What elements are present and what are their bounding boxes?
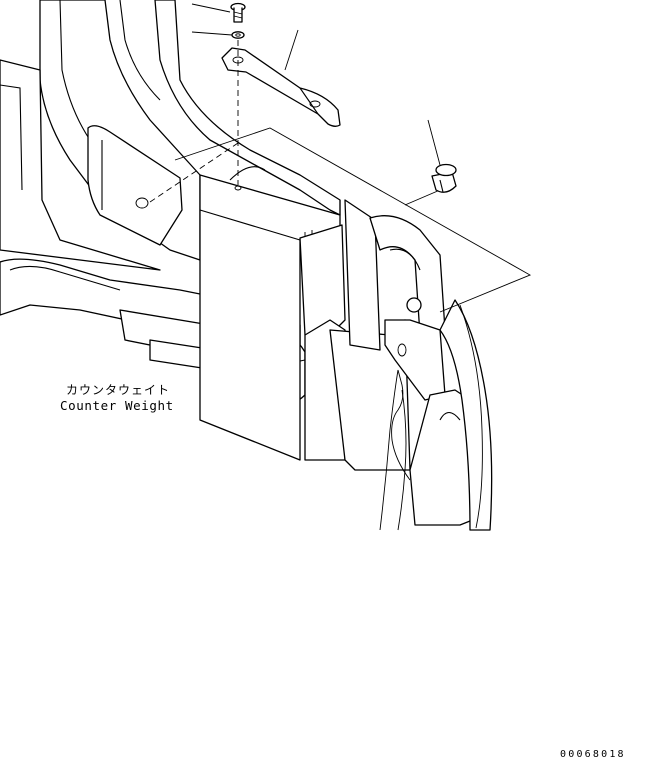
leader-lines bbox=[191, 3, 441, 166]
counterweight-main-body bbox=[199, 166, 486, 526]
clamp-bracket bbox=[221, 47, 341, 127]
bolt bbox=[230, 2, 246, 23]
counterweight-label-jp: カウンタウェイト bbox=[66, 383, 171, 397]
assembly-guides bbox=[149, 40, 242, 203]
counterweight-right-panel bbox=[379, 299, 493, 531]
counterweight-label-en: Counter Weight bbox=[60, 398, 174, 413]
drawing-code: 00068018 bbox=[560, 749, 626, 760]
grommet bbox=[431, 163, 457, 193]
mounting-outline bbox=[174, 127, 532, 313]
washer bbox=[231, 31, 245, 39]
